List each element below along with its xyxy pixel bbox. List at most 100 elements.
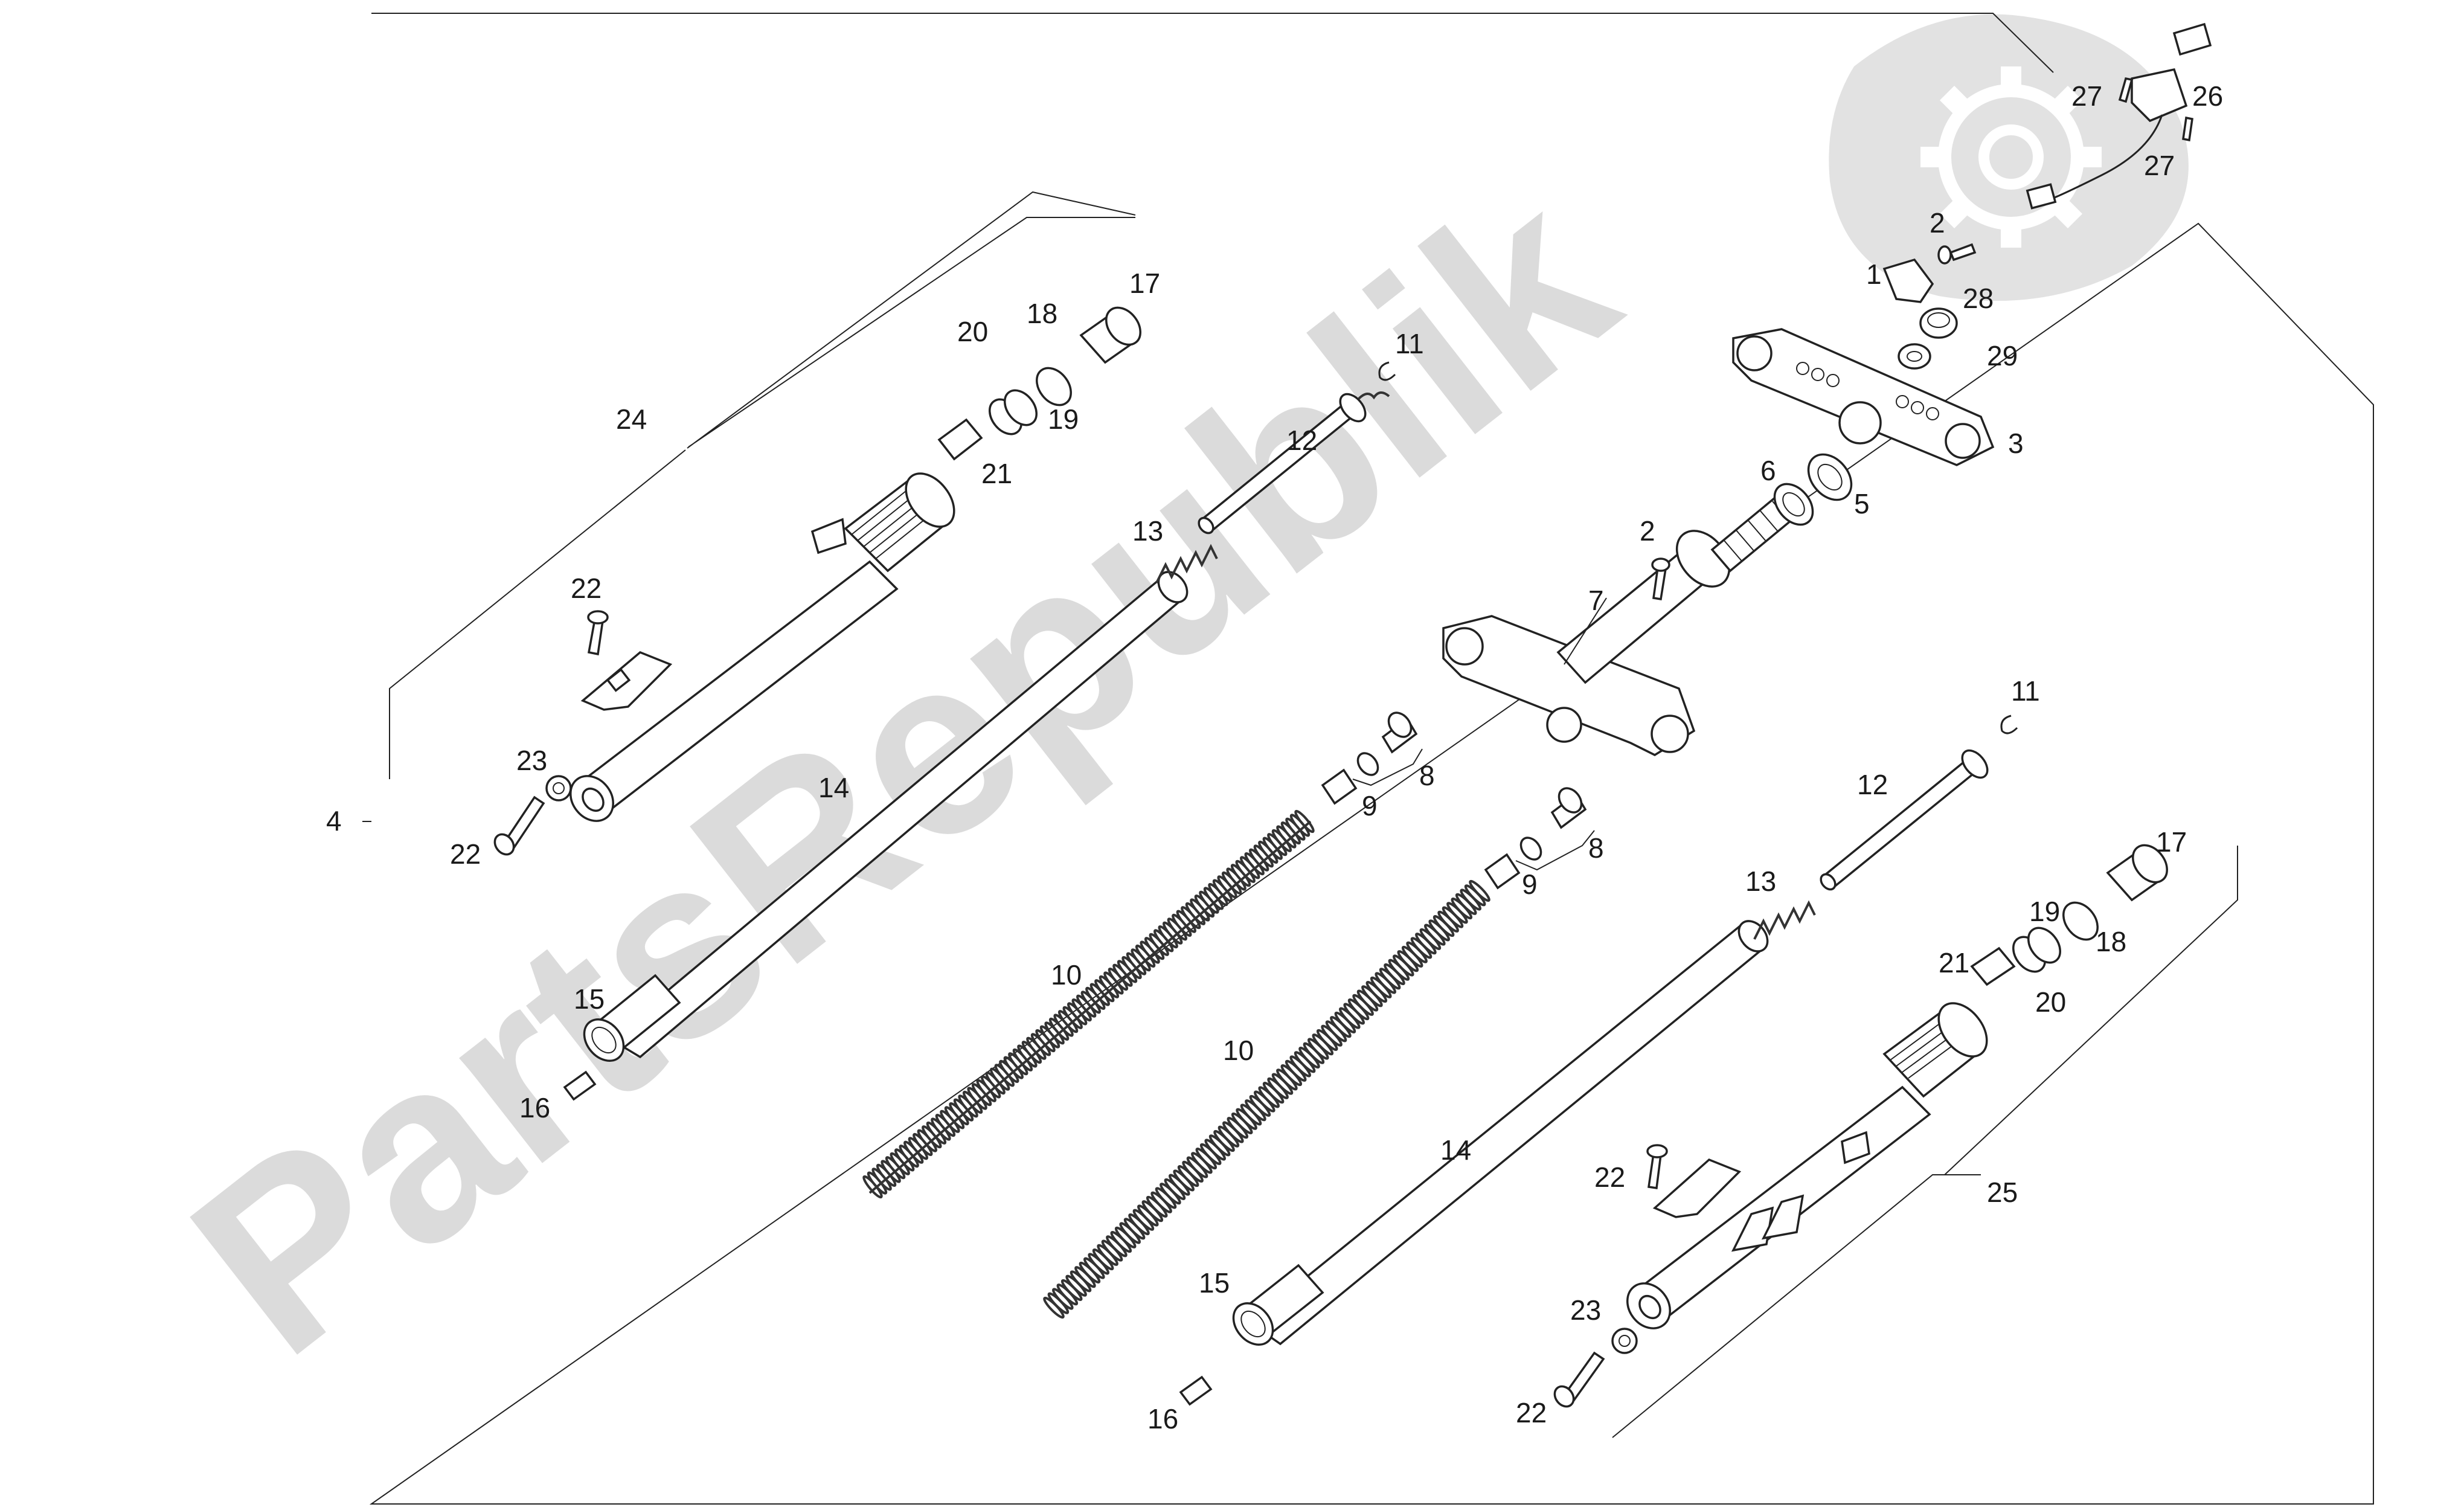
- callout-22: 22: [450, 838, 481, 870]
- right-slider-seals: [1970, 844, 2168, 986]
- leader-lines: [1564, 597, 1607, 665]
- left-small-spring: [1155, 544, 1218, 583]
- spring-coil: [1144, 937, 1165, 960]
- spring-coil: [1343, 1003, 1365, 1025]
- spring-coil: [1294, 809, 1315, 834]
- callout-8: 8: [1419, 760, 1435, 791]
- spring-coil: [1213, 1129, 1235, 1152]
- spring-coil: [1352, 994, 1374, 1016]
- spring-coil: [1051, 1288, 1074, 1310]
- spring-coil: [1053, 1014, 1074, 1037]
- watermark-logo: PartsRepublik: [143, 14, 2189, 1409]
- spring-coil: [1347, 998, 1370, 1021]
- spring-coil: [1126, 952, 1147, 975]
- spring-coil: [1406, 941, 1428, 963]
- spring-coil: [1074, 1266, 1096, 1288]
- spring-coil: [1043, 1296, 1065, 1319]
- callout-10: 10: [1223, 1035, 1254, 1066]
- spring-coil: [1088, 1253, 1110, 1275]
- spring-coil: [1167, 917, 1188, 941]
- spring-coil: [922, 1125, 942, 1149]
- spring-coil: [913, 1132, 933, 1157]
- spring-coil: [1119, 1222, 1141, 1244]
- spring-coil: [1423, 924, 1446, 946]
- spring-coil: [999, 1059, 1019, 1084]
- left-damper-rod: [1155, 361, 1396, 583]
- spring-coil: [1262, 1081, 1285, 1104]
- callout-17: 17: [2156, 826, 2187, 858]
- spring-coil: [1021, 1040, 1042, 1064]
- spring-coil: [1356, 989, 1379, 1012]
- spring-coil: [1334, 1011, 1356, 1034]
- callout-11: 11: [1395, 328, 1424, 359]
- spring-coil: [1097, 1244, 1118, 1266]
- spring-coil: [1164, 1178, 1186, 1201]
- callout-18: 18: [2096, 926, 2126, 957]
- left-fork-slider: [569, 472, 955, 822]
- callout-9: 9: [1362, 790, 1378, 821]
- spring-coil: [1149, 933, 1169, 956]
- callout-23: 23: [1570, 1294, 1601, 1326]
- callout-16: 16: [1147, 1403, 1178, 1434]
- spring-coil: [1048, 1017, 1070, 1041]
- spring-coil: [1146, 1195, 1168, 1218]
- spring-coil: [1419, 928, 1442, 951]
- callout-3: 3: [2008, 428, 2024, 459]
- spring-coil: [1294, 1051, 1316, 1073]
- spring-coil: [1464, 884, 1486, 907]
- callout-12: 12: [1857, 769, 1888, 800]
- upper-bushings: [1321, 712, 1423, 805]
- callout-25: 25: [1987, 1177, 2018, 1208]
- spring-coil: [1071, 998, 1092, 1022]
- spring-coil: [1128, 1213, 1150, 1236]
- right-main-spring: [1043, 879, 1490, 1319]
- spring-coil: [1451, 897, 1473, 920]
- spring-coil: [1123, 1218, 1146, 1240]
- spring-coil: [917, 1129, 938, 1152]
- spring-coil: [1253, 1090, 1275, 1113]
- spring-coil: [1330, 1016, 1352, 1038]
- spring-coil: [1190, 898, 1210, 922]
- callout-29: 29: [1987, 340, 2018, 371]
- diagram-frame: [369, 13, 2374, 1505]
- spring-coil: [1446, 902, 1468, 924]
- spring-coil: [1437, 910, 1459, 933]
- spring-coil: [1176, 910, 1197, 933]
- spring-coil: [1008, 1052, 1028, 1076]
- spring-coil: [1012, 1048, 1033, 1071]
- spring-coil: [903, 1140, 924, 1164]
- spring-coil: [958, 1094, 978, 1118]
- spring-coil: [1316, 1029, 1338, 1052]
- spring-coil: [1325, 1020, 1347, 1043]
- callout-15: 15: [1199, 1267, 1230, 1299]
- handlebar-clamp: [1882, 243, 1977, 303]
- callout-2: 2: [1640, 515, 1655, 547]
- callout-8: 8: [1588, 832, 1604, 864]
- spring-coil: [1303, 1042, 1325, 1064]
- callout-9: 9: [1522, 869, 1538, 900]
- spring-coil: [1065, 1274, 1087, 1297]
- spring-coil: [1338, 1007, 1361, 1029]
- spring-coil: [962, 1090, 983, 1114]
- spring-coil: [1181, 906, 1201, 930]
- right-screws: [1553, 1144, 1668, 1408]
- spring-coil: [1186, 1156, 1208, 1178]
- callout-15: 15: [574, 983, 605, 1015]
- spring-coil: [1415, 933, 1437, 955]
- spring-coil: [1150, 1191, 1172, 1213]
- ignition-lock: [2026, 22, 2212, 210]
- left-slider-seals: [937, 306, 1141, 461]
- spring-coil: [1203, 887, 1224, 910]
- steering-bearings: [1773, 453, 1853, 526]
- spring-coil: [1221, 871, 1242, 895]
- spring-coil: [1056, 1284, 1079, 1306]
- spring-coil: [949, 1102, 969, 1126]
- spring-coil: [1249, 1094, 1271, 1117]
- spring-coil: [1361, 985, 1383, 1007]
- spring-coil: [1092, 1248, 1114, 1271]
- spring-coil: [1307, 1038, 1329, 1060]
- spring-coil: [1271, 1073, 1294, 1095]
- spring-coil: [1079, 1261, 1101, 1284]
- spring-coil: [1401, 945, 1423, 968]
